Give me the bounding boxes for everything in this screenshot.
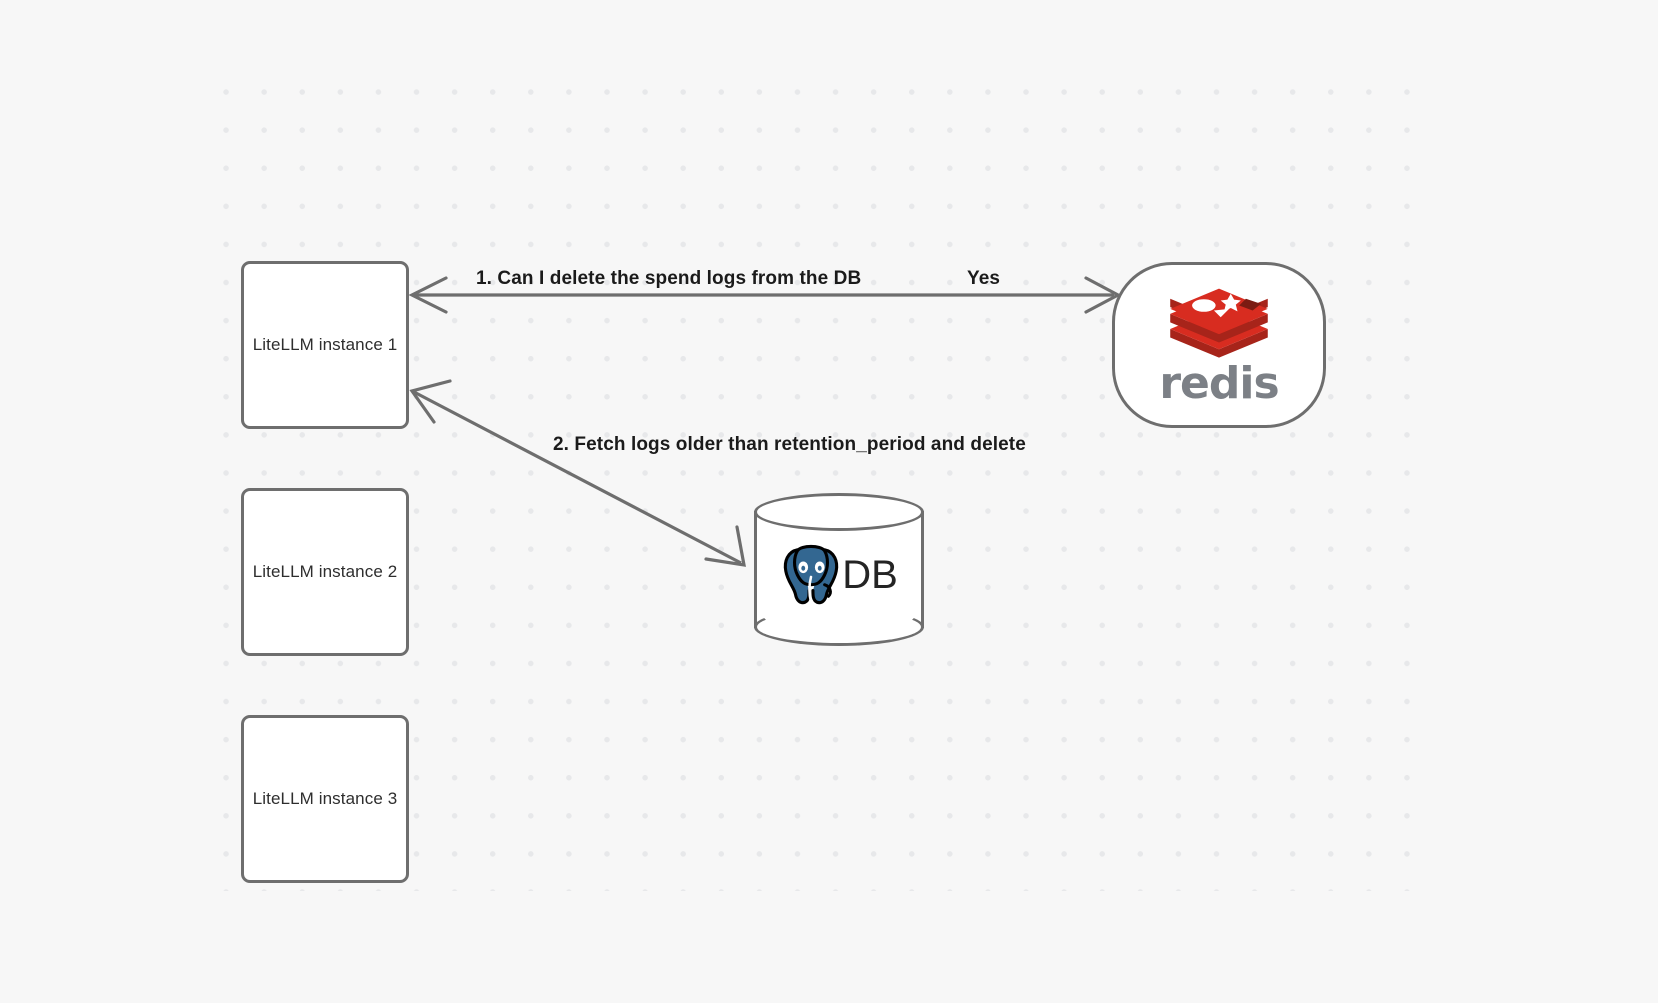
- node-label: LiteLLM instance 1: [252, 335, 398, 354]
- node-redis[interactable]: redis: [1112, 262, 1326, 428]
- node-litellm-instance-2[interactable]: LiteLLM instance 2: [241, 488, 409, 656]
- node-label: LiteLLM instance 2: [252, 562, 398, 581]
- edge-label-step-2: 2. Fetch logs older than retention_perio…: [553, 434, 1026, 455]
- cylinder-bottom: [754, 608, 924, 646]
- node-litellm-instance-3[interactable]: LiteLLM instance 3: [241, 715, 409, 883]
- edge-label-yes: Yes: [967, 268, 1001, 289]
- node-litellm-instance-1[interactable]: LiteLLM instance 1: [241, 261, 409, 429]
- node-label: LiteLLM instance 3: [252, 789, 398, 808]
- redis-wordmark: redis: [1159, 358, 1279, 410]
- node-postgres-db[interactable]: DB: [754, 493, 924, 646]
- cylinder-top: [754, 493, 924, 531]
- postgres-db-label: DB: [842, 552, 898, 597]
- redis-logo-icon: [1165, 287, 1273, 361]
- edge-litellm1-postgres: [409, 379, 746, 567]
- postgresql-elephant-icon: [780, 542, 842, 608]
- edge-label-step-1: 1. Can I delete the spend logs from the …: [476, 268, 862, 289]
